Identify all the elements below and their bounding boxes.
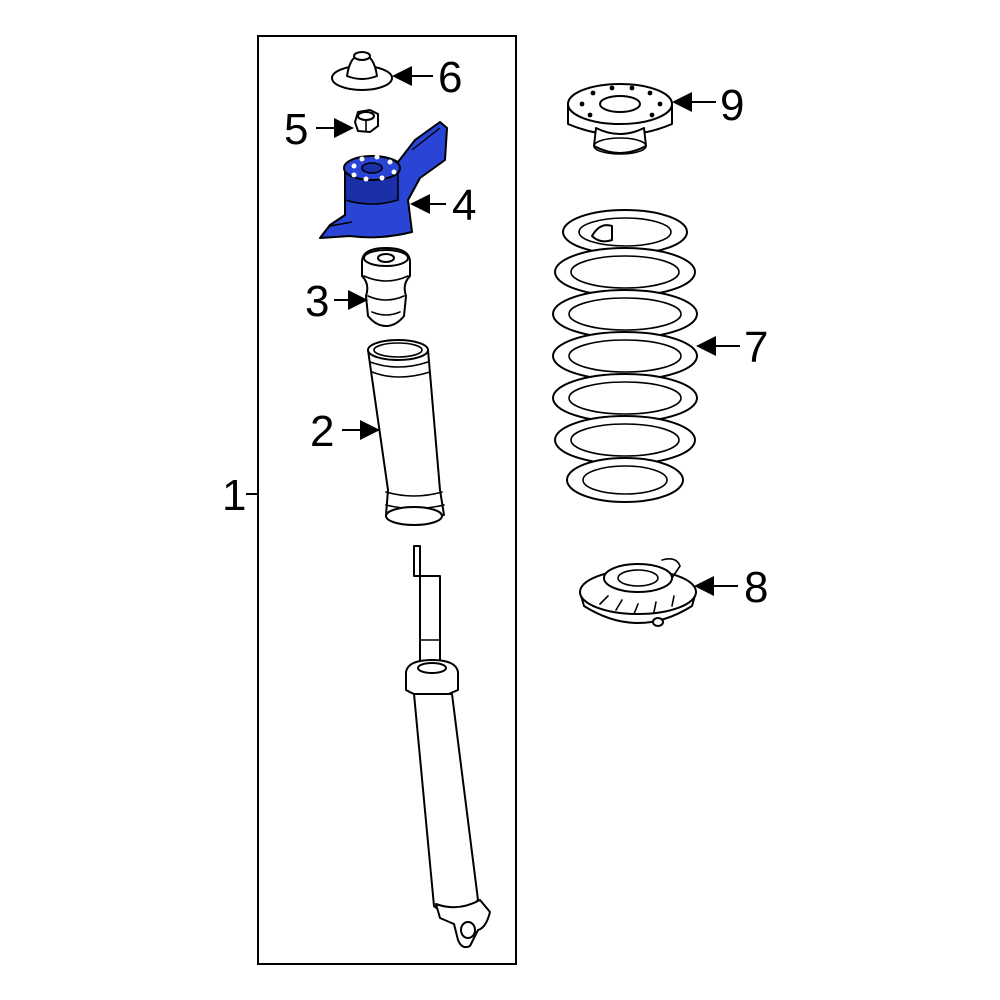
callout-6: 6 xyxy=(438,53,462,102)
callout-1: 1 xyxy=(222,471,246,520)
part-4-upper-mount[interactable] xyxy=(319,121,448,239)
leader-arrows xyxy=(316,66,740,596)
assembly-frame xyxy=(257,35,517,965)
callout-8: 8 xyxy=(744,563,768,612)
callout-9: 9 xyxy=(720,81,744,130)
part-5-nut[interactable] xyxy=(354,109,379,133)
callout-2: 2 xyxy=(310,407,334,456)
part-3-bump-stop[interactable] xyxy=(361,247,411,327)
part-7-coil-spring[interactable] xyxy=(552,209,698,503)
callout-3: 3 xyxy=(305,277,329,326)
part-1-shock-absorber[interactable] xyxy=(405,545,491,949)
part-2-dust-boot[interactable] xyxy=(367,339,445,526)
part-8-lower-spring-seat[interactable] xyxy=(579,558,697,627)
callout-4: 4 xyxy=(452,181,476,230)
part-9-upper-spring-seat[interactable] xyxy=(567,83,673,155)
callout-7: 7 xyxy=(744,323,768,372)
callout-5: 5 xyxy=(284,105,308,154)
part-6-cap[interactable] xyxy=(331,51,393,91)
